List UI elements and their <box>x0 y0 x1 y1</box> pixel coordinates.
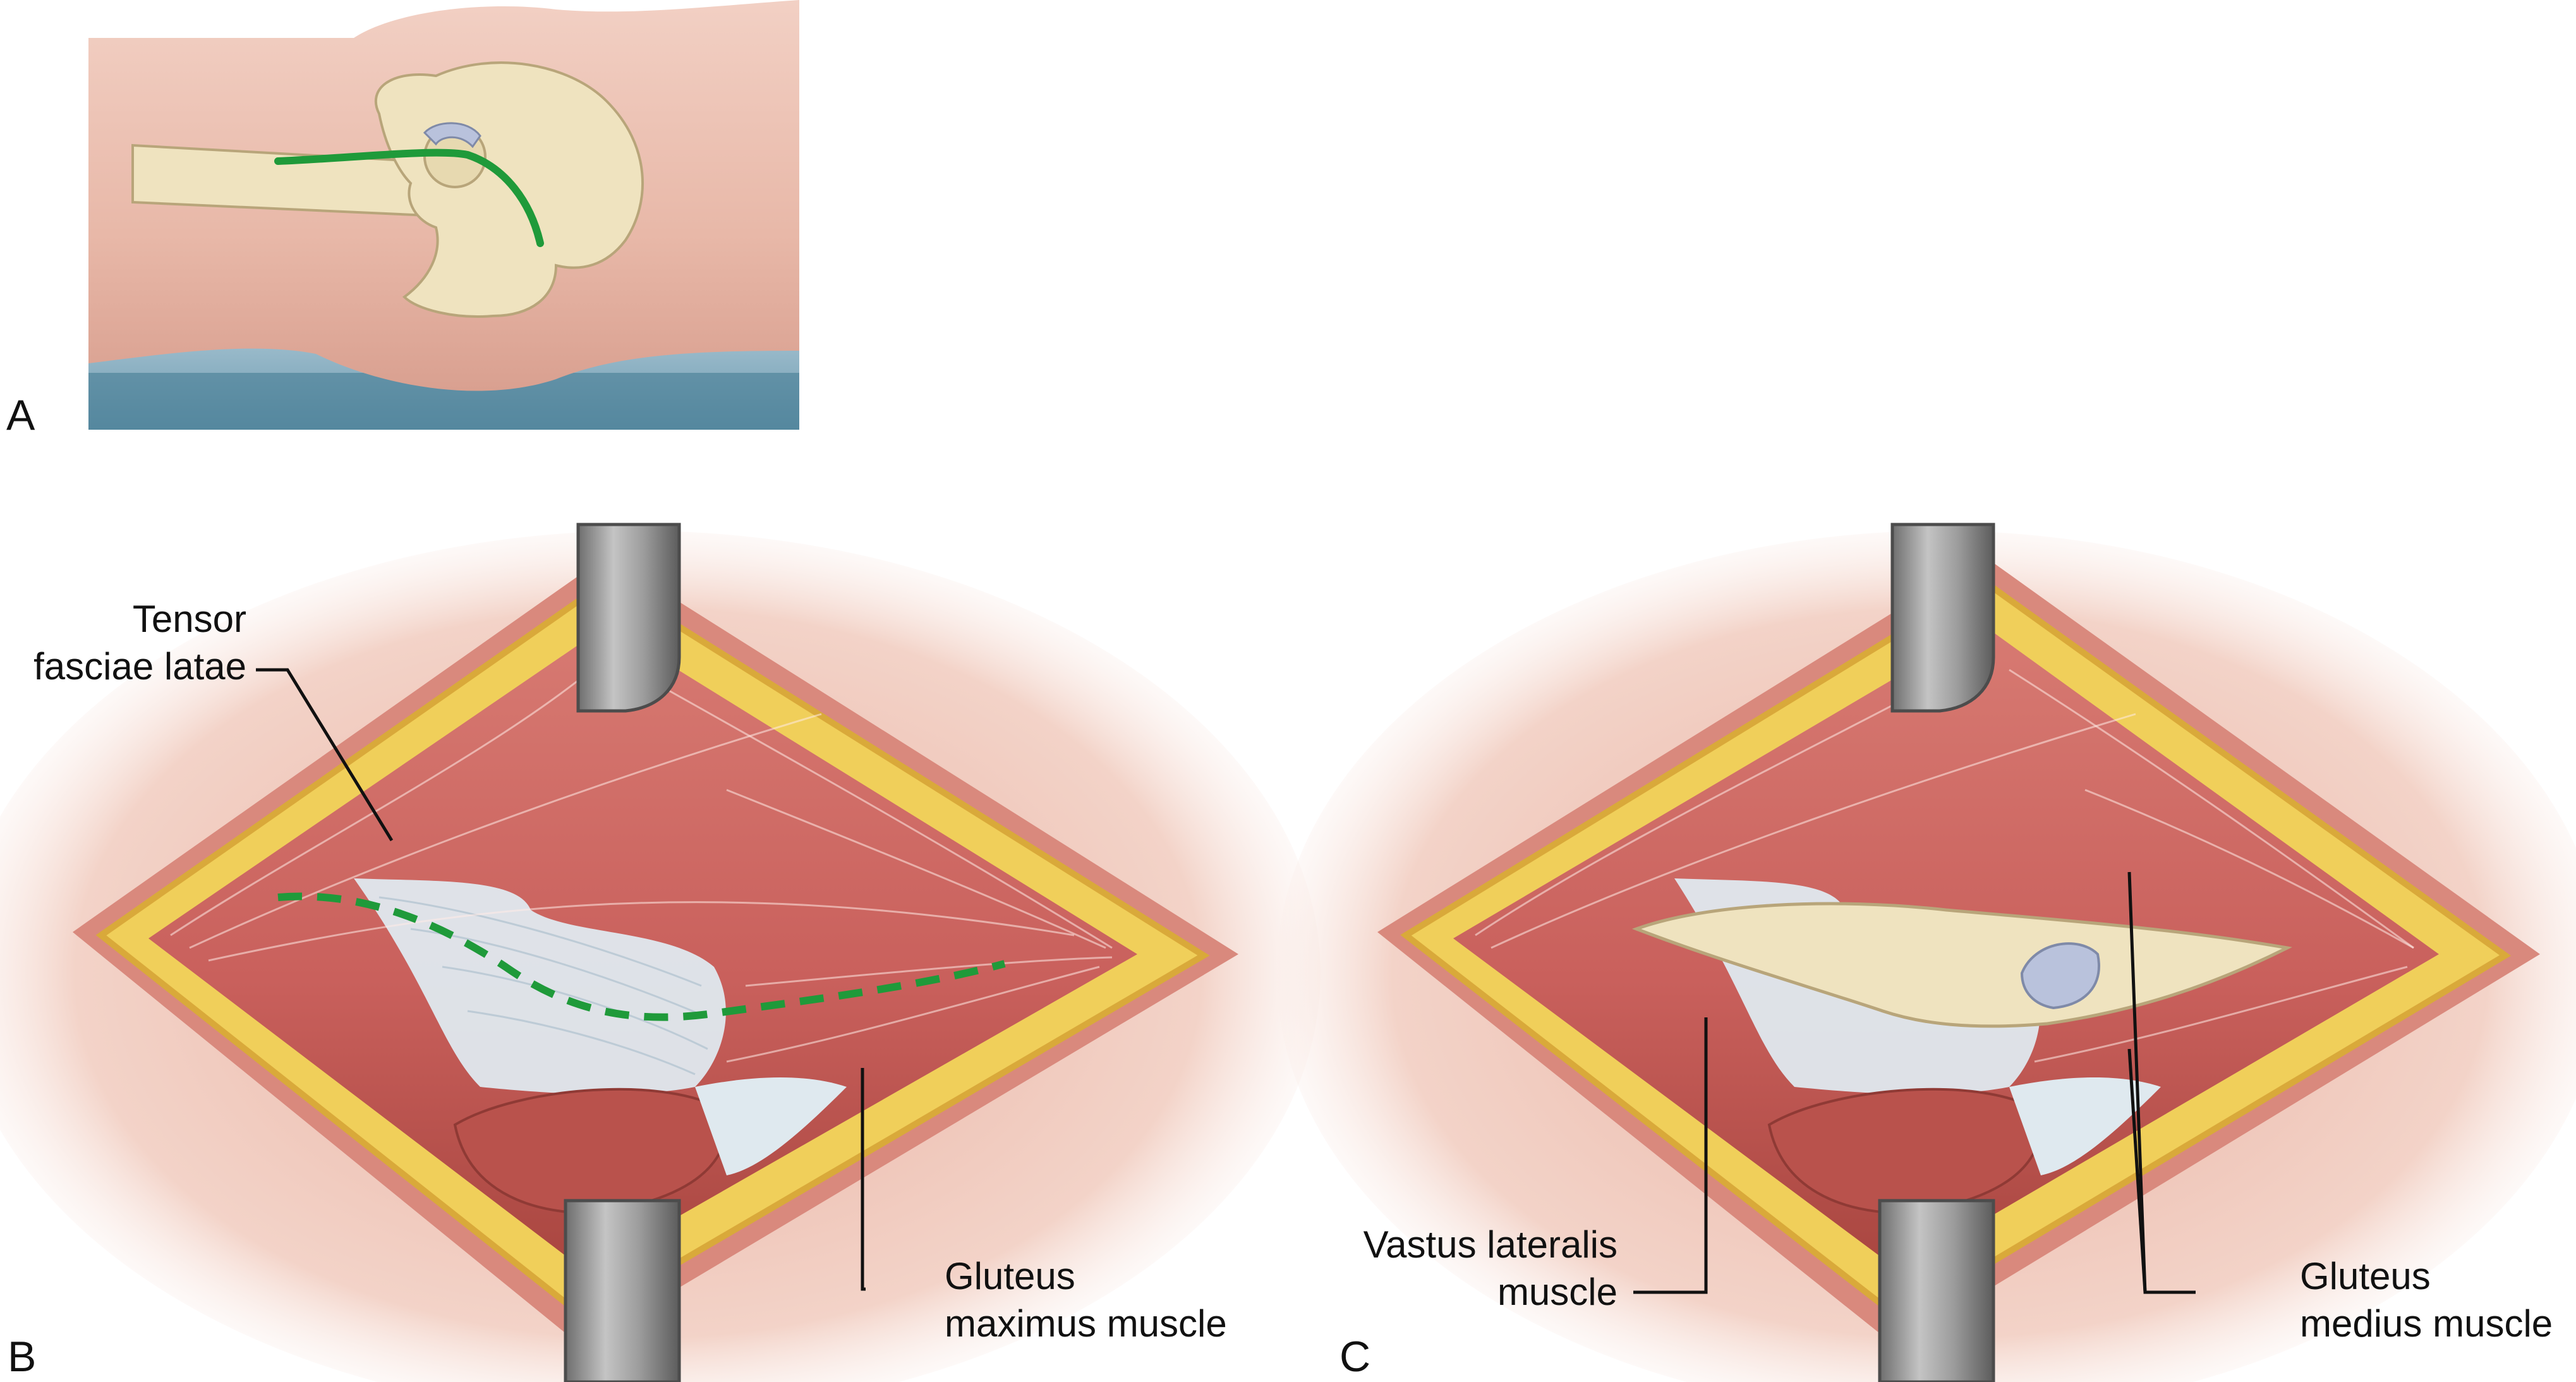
label-tensor-2: fasciae latae <box>33 645 246 688</box>
panel-b-letter: B <box>8 1333 36 1381</box>
retractor-icon[interactable] <box>1878 1199 1995 1382</box>
acetabular-cartilage <box>2020 942 2100 1010</box>
label-gmed-1: Gluteus <box>2300 1255 2431 1297</box>
label-gmax-2: maximus muscle <box>945 1302 1227 1345</box>
tendon-flap <box>695 1077 847 1175</box>
label-vastus-2: muscle <box>1497 1271 1618 1313</box>
label-tensor-1: Tensor <box>133 598 246 640</box>
retractor-icon[interactable] <box>1890 523 1995 713</box>
planned-incision-dashed <box>277 892 1006 1021</box>
panel-b: Tensor fasciae latae Gluteus maximus mus… <box>0 523 1321 1382</box>
leader-gmed-lower <box>2127 1048 2147 1293</box>
retractor-icon[interactable] <box>564 1199 681 1382</box>
femur-icon <box>1631 902 2292 1028</box>
label-vastus-1: Vastus lateralis <box>1364 1223 1618 1266</box>
acetabular-cartilage <box>423 122 481 149</box>
panel-c-letter: C <box>1339 1333 1370 1381</box>
panel-c: Vastus lateralis muscle Gluteus medius m… <box>1276 523 2576 1382</box>
label-gmed-2: medius muscle <box>2300 1302 2553 1345</box>
lower-muscle-belly <box>1767 1088 2043 1215</box>
incision-line <box>274 149 544 247</box>
panel-a: A <box>6 0 799 439</box>
muscle-fibers-b <box>170 656 1113 1063</box>
leader-gmax <box>861 1068 866 1291</box>
retractor-icon[interactable] <box>576 523 681 713</box>
label-gmax-1: Gluteus <box>945 1255 1075 1297</box>
panel-a-letter: A <box>6 391 35 439</box>
lower-muscle-belly <box>453 1088 729 1215</box>
tendon-flap <box>2009 1077 2161 1175</box>
leader-vastus <box>1633 1017 1708 1294</box>
leader-tensor <box>256 668 394 842</box>
table-edge <box>88 373 799 430</box>
